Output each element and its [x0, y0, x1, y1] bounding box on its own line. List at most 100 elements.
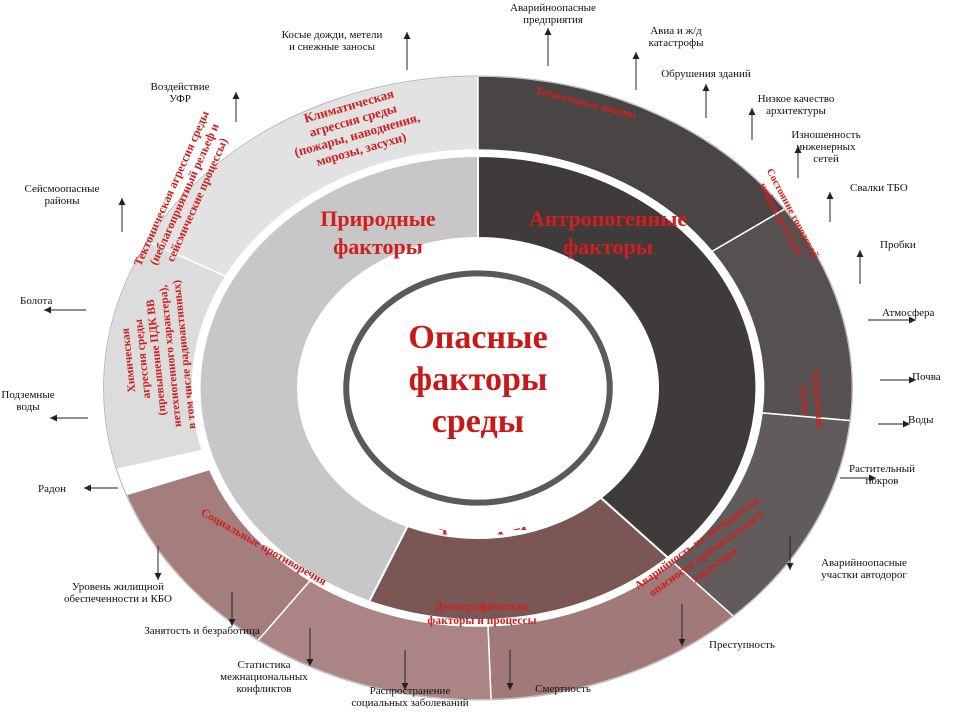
label-networks-line: Изношенность [791, 129, 860, 141]
label-radon-line: Радон [38, 483, 66, 495]
segment-title-pollution: Загрязнениесреды [797, 370, 825, 431]
arrowhead-vegetation [869, 474, 876, 482]
segment-title-pollution-line: среды [798, 386, 811, 415]
label-landfills-line: Свалки ТБО [850, 182, 908, 194]
sector-title-anthropogenic: Антропогенные факторы [529, 206, 688, 259]
label-rain-line: и снежные заносы [289, 41, 376, 53]
label-waters: Воды [908, 414, 934, 426]
arrowhead-swamps [44, 306, 51, 314]
label-architecture-line: Низкое качество [758, 93, 835, 105]
label-atmosphere: Атмосфера [882, 307, 934, 319]
label-road_sections-line: Аварийноопасные [821, 557, 907, 569]
label-landfills: Свалки ТБО [850, 182, 908, 194]
arrowhead-rain [403, 32, 411, 39]
arrowhead-diseases [401, 683, 409, 690]
label-soil: Почва [912, 371, 941, 383]
arrowhead-architecture [748, 108, 756, 115]
arrowhead-waters [903, 420, 910, 428]
label-diseases-line: социальных заболеваний [351, 697, 468, 709]
ring-separators [103, 75, 853, 701]
label-mortality-line: Смертность [535, 683, 591, 695]
sector-natural [198, 154, 479, 603]
arrowhead-air_rail [632, 52, 640, 59]
arrowhead-crime [678, 639, 686, 646]
label-arrows [44, 28, 916, 690]
sector-title-anthropogenic-line: Антропогенные [529, 206, 688, 231]
ring-gap [116, 449, 210, 495]
label-traffic: Пробки [880, 239, 916, 251]
arrowhead-atmosphere [909, 316, 916, 324]
label-ethnic-line: межнациональных [220, 671, 308, 683]
label-road_sections-line: участки автодорог [821, 569, 907, 581]
center-ring [343, 270, 613, 506]
label-uv-line: Воздействие [150, 81, 209, 93]
arrowhead-radon [84, 484, 91, 492]
label-seismic-line: Сейсмоопасные [25, 183, 100, 195]
label-vegetation-line: Растительный [849, 463, 915, 475]
label-vegetation-line: покров [866, 475, 899, 487]
label-ethnic-line: Статистика [237, 659, 290, 671]
label-traffic-line: Пробки [880, 239, 916, 251]
label-employment: Занятость и безработица [144, 625, 260, 637]
segment-title-pollution-line: Загрязнение [810, 370, 825, 430]
sector-title-anthropogenic-line: факторы [563, 234, 653, 259]
arrowhead-road_sections [786, 563, 794, 570]
arrowhead-uv [232, 92, 240, 99]
sector-title-natural: Природные факторы [320, 206, 436, 259]
label-seismic-line: районы [44, 195, 80, 207]
label-air_rail-line: Авиа и ж/д [650, 25, 702, 37]
separator-ring-outer [192, 150, 764, 626]
arrowhead-employment [228, 619, 236, 626]
sector-title-natural-line: Природные [320, 206, 436, 231]
label-architecture-line: архитектуры [766, 105, 826, 117]
label-networks-line: сетей [813, 153, 839, 165]
label-enterprises-line: Аварийноопасные [510, 2, 596, 14]
label-crime: Преступность [709, 639, 775, 651]
label-groundwater-line: Подземные [1, 389, 54, 401]
segment-title-demographic: Демографические факторы и процессы [427, 601, 536, 627]
arrowhead-networks [794, 146, 802, 153]
arrowhead-groundwater [50, 414, 57, 422]
arrowhead-enterprises [544, 28, 552, 35]
label-housing-line: обеспеченности и КБО [64, 593, 172, 605]
label-collapse-line: Обрушения зданий [661, 68, 751, 80]
label-housing-line: Уровень жилищной [72, 581, 164, 593]
label-employment-line: Занятость и безработица [144, 625, 260, 637]
arrowhead-soil [909, 376, 916, 384]
label-groundwater-line: воды [16, 401, 40, 413]
label-mortality: Смертность [535, 683, 591, 695]
label-crime-line: Преступность [709, 639, 775, 651]
arrowhead-landfills [826, 192, 834, 199]
label-radon: Радон [38, 483, 66, 495]
segment-title-demographic-line: Демографические [435, 601, 529, 613]
sector-title-natural-line: факторы [333, 234, 423, 259]
label-networks-line: инженерных [796, 141, 856, 153]
label-ethnic-line: конфликтов [237, 683, 292, 695]
center-title-line: Опасные [408, 319, 547, 356]
segment-title-demographic-line: факторы и процессы [427, 615, 536, 627]
label-waters-line: Воды [908, 414, 934, 426]
label-swamps: Болота [20, 295, 52, 307]
arrowhead-housing [154, 573, 162, 580]
arrowhead-mortality [506, 683, 514, 690]
arrowhead-collapse [702, 84, 710, 91]
label-uv-line: УФР [169, 93, 191, 105]
center-title-line: среды [432, 403, 524, 440]
sector-social [367, 496, 670, 621]
label-soil-line: Почва [912, 371, 941, 383]
